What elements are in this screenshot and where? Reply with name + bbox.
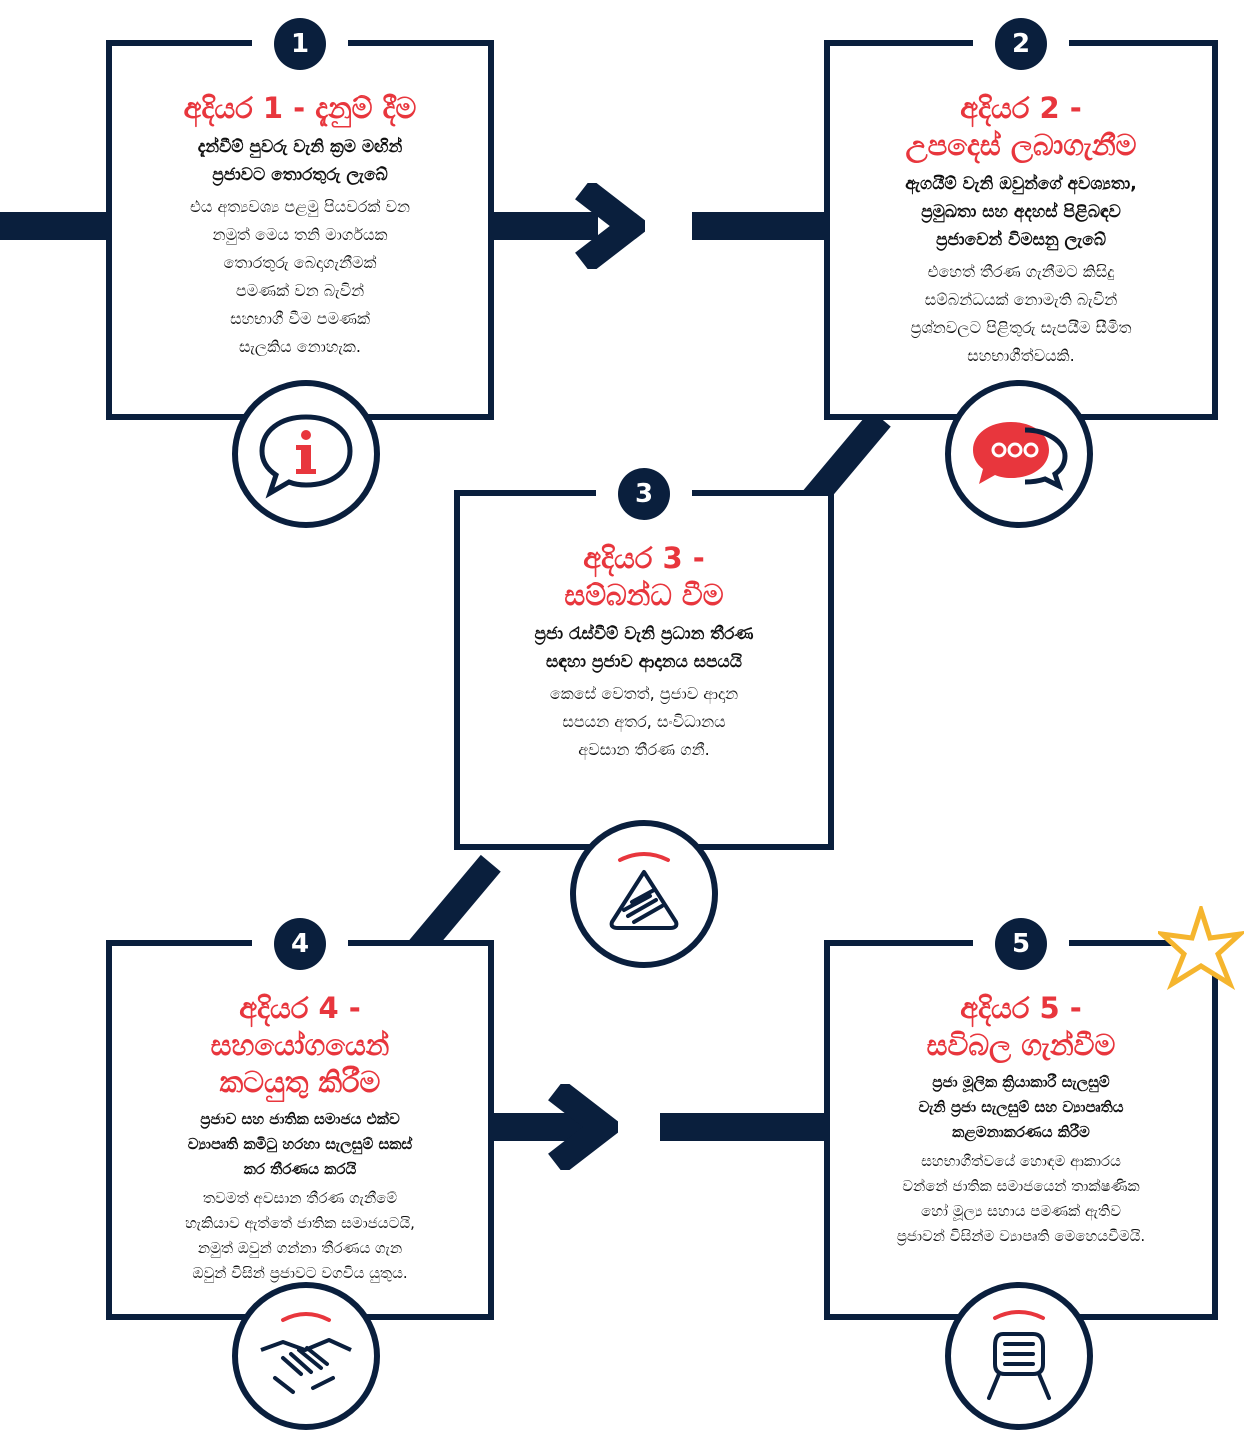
info-speech-bubble-icon <box>259 414 353 499</box>
chat-bubbles-icon <box>973 422 1068 491</box>
stacked-hands-icon <box>609 852 679 930</box>
arrow-4-to-5-head <box>548 1084 618 1170</box>
stage-2-subtitle: ඇගයීම් වැනි ඔවුන්ගේ අවශ්‍යතා, ප්‍රමුඛතා … <box>905 174 1137 250</box>
stage-5-description: සහභාගීත්වයේ හොඳම ආකාරය වන්නේ ජාතික සමාජය… <box>896 1152 1146 1245</box>
stage-4-number-badge: 4 <box>252 918 348 970</box>
stage-1-subtitle: දැන්වීම් පුවරු වැනි ක්‍රම මඟින් ප්‍රජාවට… <box>197 137 403 185</box>
stage-2-icon-badge <box>945 380 1093 528</box>
stage-3-number: 3 <box>618 468 670 520</box>
stage-3-description: කෙසේ වෙතත්, ප්‍රජාව ආදාන සපයන අතර, සංවිධ… <box>549 684 739 759</box>
stage-1-description: එය අත්‍යවශ්‍ය පළමු පියවරක් වන නමුත් මෙය … <box>190 197 410 356</box>
stage-1-title: අදියර 1 - දැනුම් දීම <box>183 91 417 125</box>
arrow-1-to-2-shaft <box>488 212 598 240</box>
stage-5-number-badge: 5 <box>973 918 1069 970</box>
stage-5-title: අදියර 5 - සවිබල ගැන්වීම <box>926 991 1116 1062</box>
stage-2-title: අදියර 2 - උපදෙස් ලබාගැනීම <box>905 91 1137 162</box>
stage-4-card: 4 අදියර 4 - සහයෝගයෙන් කටයුතු කිරීම ප්‍රජ… <box>106 918 494 1320</box>
stage-5-number: 5 <box>995 918 1047 970</box>
stage-4-number: 4 <box>274 918 326 970</box>
stage-2-number-badge: 2 <box>973 18 1069 70</box>
arrow-1-to-2-head <box>575 183 645 269</box>
stage-3-title: අදියර 3 - සම්බන්ධ වීම <box>564 541 724 612</box>
handshake-icon <box>260 1312 352 1394</box>
stage-1-card: 1 අදියර 1 - දැනුම් දීම දැන්වීම් පුවරු වැ… <box>106 18 494 420</box>
stage-3-subtitle: ප්‍රජා රැස්වීම් වැනි ප්‍රධාන තීරණ සඳහා ප… <box>534 624 754 672</box>
stage-5-icon-badge <box>945 1282 1093 1430</box>
stage-2-number: 2 <box>995 18 1047 70</box>
stage-4-title: අදියර 4 - සහයෝගයෙන් කටයුතු කිරීම <box>210 991 390 1099</box>
connector-into-2 <box>692 212 830 240</box>
stage-4-icon-badge <box>232 1282 380 1430</box>
connector-into-5 <box>660 1113 830 1141</box>
stage-3-icon-badge <box>570 820 718 968</box>
stage-1-number: 1 <box>274 18 326 70</box>
stage-1-icon-badge <box>232 380 380 528</box>
stage-3-number-badge: 3 <box>596 468 692 520</box>
stage-5-card: 5 අදියර 5 - සවිබල ගැන්වීම ප්‍රජා මූලික ක… <box>824 918 1218 1320</box>
clasped-hands-icon <box>987 1310 1051 1400</box>
stage-3-card: 3 අදියර 3 - සම්බන්ධ වීම ප්‍රජා රැස්වීම් … <box>454 468 834 850</box>
stage-1-number-badge: 1 <box>252 18 348 70</box>
star-icon <box>1158 906 1244 991</box>
stage-2-description: එහෙත් තීරණ ගැනීමට කිසිදු සම්බන්ධයක් නොමැ… <box>910 262 1132 365</box>
stage-2-card: 2 අදියර 2 - උපදෙස් ලබාගැනීම ඇගයීම් වැනි … <box>824 18 1218 420</box>
stage-4-description: තවමත් අවසාන තීරණ ගැනීමේ හැකියාව ඇත්තේ ජා… <box>185 1189 415 1282</box>
stage-4-subtitle: ප්‍රජාව සහ ජාතික සමාජය එක්ව ව්‍යාපෘති කම… <box>187 1110 413 1178</box>
stage-5-subtitle: ප්‍රජා මූලික ක්‍රියාකාරී සැලසුම් වැනි ප්… <box>918 1073 1124 1141</box>
entry-connector <box>0 212 110 240</box>
